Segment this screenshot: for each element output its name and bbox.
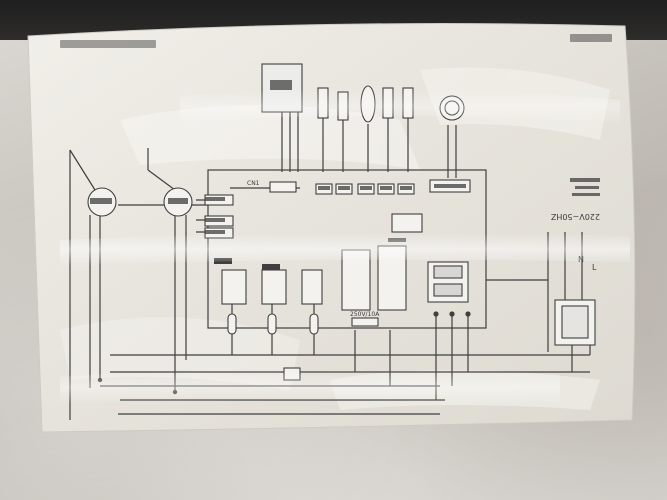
terminal-l-label: L <box>592 263 597 272</box>
header-mirror-text <box>60 34 612 48</box>
chip-label: CN1 <box>247 180 260 187</box>
components <box>87 63 596 381</box>
fuse-rating-label: 250V/10A <box>350 311 380 318</box>
voltage-label: 220V~50HZ <box>550 212 600 221</box>
tape-strips <box>60 88 630 404</box>
